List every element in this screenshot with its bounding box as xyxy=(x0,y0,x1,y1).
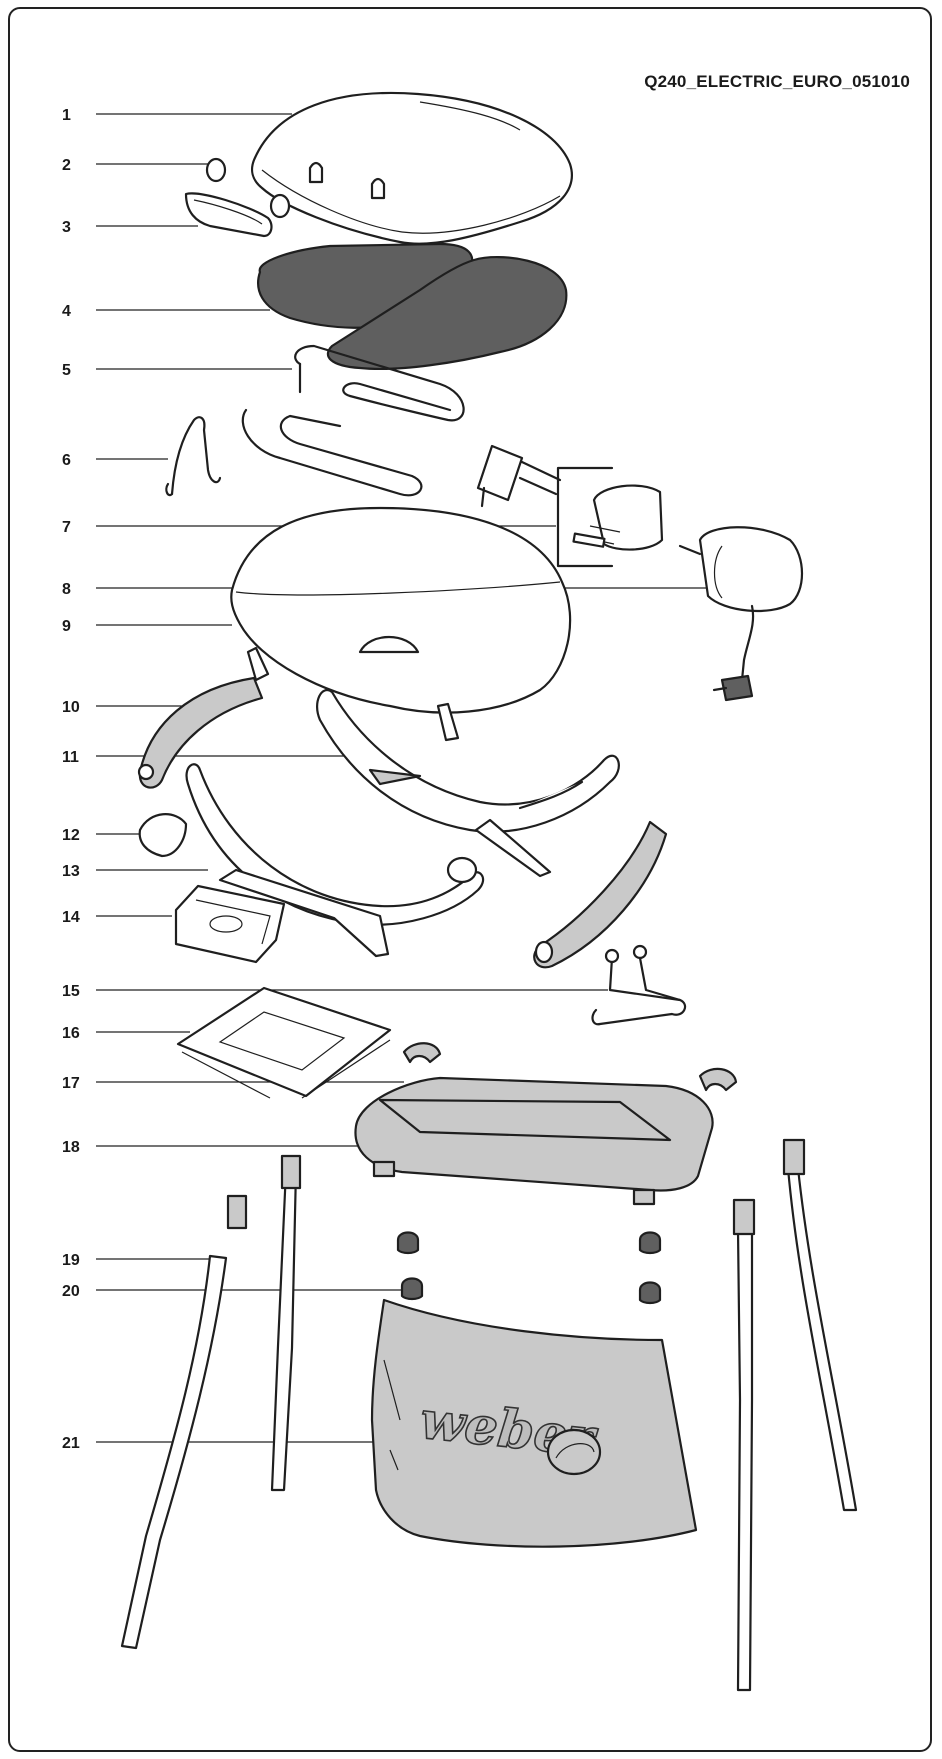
callout-5: 5 xyxy=(62,362,71,379)
clip-part xyxy=(402,1042,738,1092)
callout-12: 12 xyxy=(62,827,80,844)
document-code: Q240_ELECTRIC_EURO_051010 xyxy=(644,72,910,91)
callout-11: 11 xyxy=(62,749,79,766)
hanger-hook-part xyxy=(165,416,222,497)
control-bracket-part xyxy=(556,466,664,568)
callout-8: 8 xyxy=(62,581,71,598)
cookbox-part xyxy=(230,506,572,742)
callout-21: 21 xyxy=(62,1435,80,1452)
drip-tray-part xyxy=(174,884,286,964)
callout-19: 19 xyxy=(62,1252,80,1269)
left-frame-part xyxy=(185,763,485,958)
end-cap-part xyxy=(138,813,188,858)
left-grip-part xyxy=(137,676,264,789)
leg-cap-part xyxy=(396,1231,662,1305)
callout-13: 13 xyxy=(62,863,80,880)
callout-20: 20 xyxy=(62,1283,80,1300)
leg-part xyxy=(120,1138,858,1692)
callout-14: 14 xyxy=(62,909,80,926)
handle-part xyxy=(184,157,291,238)
front-panel-part: weber xyxy=(370,1298,698,1548)
callout-4: 4 xyxy=(62,303,71,320)
lid-part xyxy=(251,91,573,245)
callout-17: 17 xyxy=(62,1075,80,1092)
callout-9: 9 xyxy=(62,618,71,635)
right-grip-part xyxy=(533,820,668,969)
right-frame-part xyxy=(315,689,620,878)
callout-6: 6 xyxy=(62,452,71,469)
callout-labels: 1 2 3 4 5 6 7 8 9 10 11 12 13 14 15 16 1… xyxy=(62,107,80,1452)
stand-base-part xyxy=(354,1076,714,1206)
callout-2: 2 xyxy=(62,157,71,174)
callout-10: 10 xyxy=(62,699,80,716)
callout-1: 1 xyxy=(62,107,71,124)
q-logo-icon xyxy=(546,1428,602,1476)
callout-3: 3 xyxy=(62,219,71,236)
heating-element-part xyxy=(241,344,562,508)
callout-7: 7 xyxy=(62,519,71,536)
callout-18: 18 xyxy=(62,1139,80,1156)
controller-part xyxy=(678,526,803,702)
liner-sheets-part xyxy=(176,986,392,1099)
cooking-grate-part xyxy=(257,242,568,370)
wire-holder-part xyxy=(591,944,687,1026)
callout-16: 16 xyxy=(62,1025,80,1042)
callout-15: 15 xyxy=(62,983,80,1000)
